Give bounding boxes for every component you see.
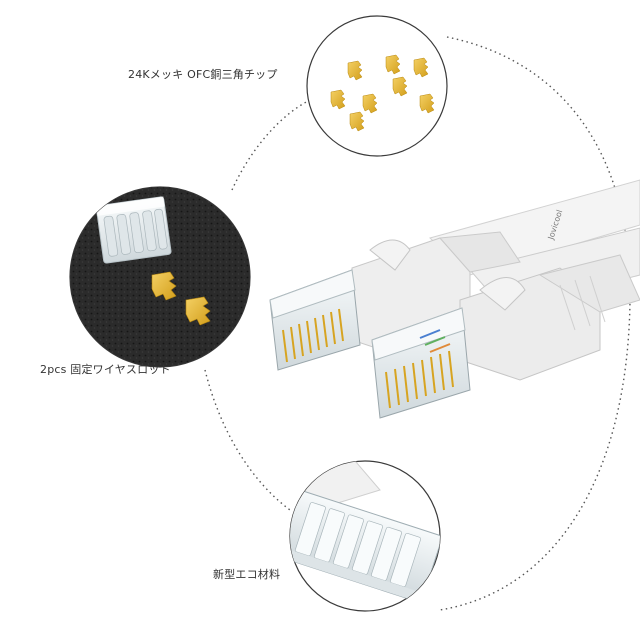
gold-pin-icon bbox=[0, 0, 14, 17]
clear-slot-block bbox=[95, 196, 172, 264]
gold-pin-icon bbox=[151, 271, 177, 301]
eco-material-label: 新型エコ材料 bbox=[213, 568, 281, 581]
eco-material-circle bbox=[289, 460, 441, 612]
rj45-plug-upper bbox=[269, 269, 361, 371]
gold-pin-icon bbox=[185, 296, 211, 326]
gold-pins-circle bbox=[0, 0, 448, 157]
ethernet-cable-pair: Jovicool bbox=[269, 179, 640, 419]
dotted-arc-left bbox=[231, 99, 311, 191]
dotted-arc-lower-left bbox=[204, 369, 291, 511]
fixing-slot-label: 2pcs 固定ワイヤスロット bbox=[40, 363, 171, 376]
gold-pins-label: 24Kメッキ OFC銅三角チップ bbox=[128, 68, 278, 81]
rj45-plug-lower bbox=[371, 307, 471, 419]
fixing-slot-circle bbox=[69, 186, 251, 368]
